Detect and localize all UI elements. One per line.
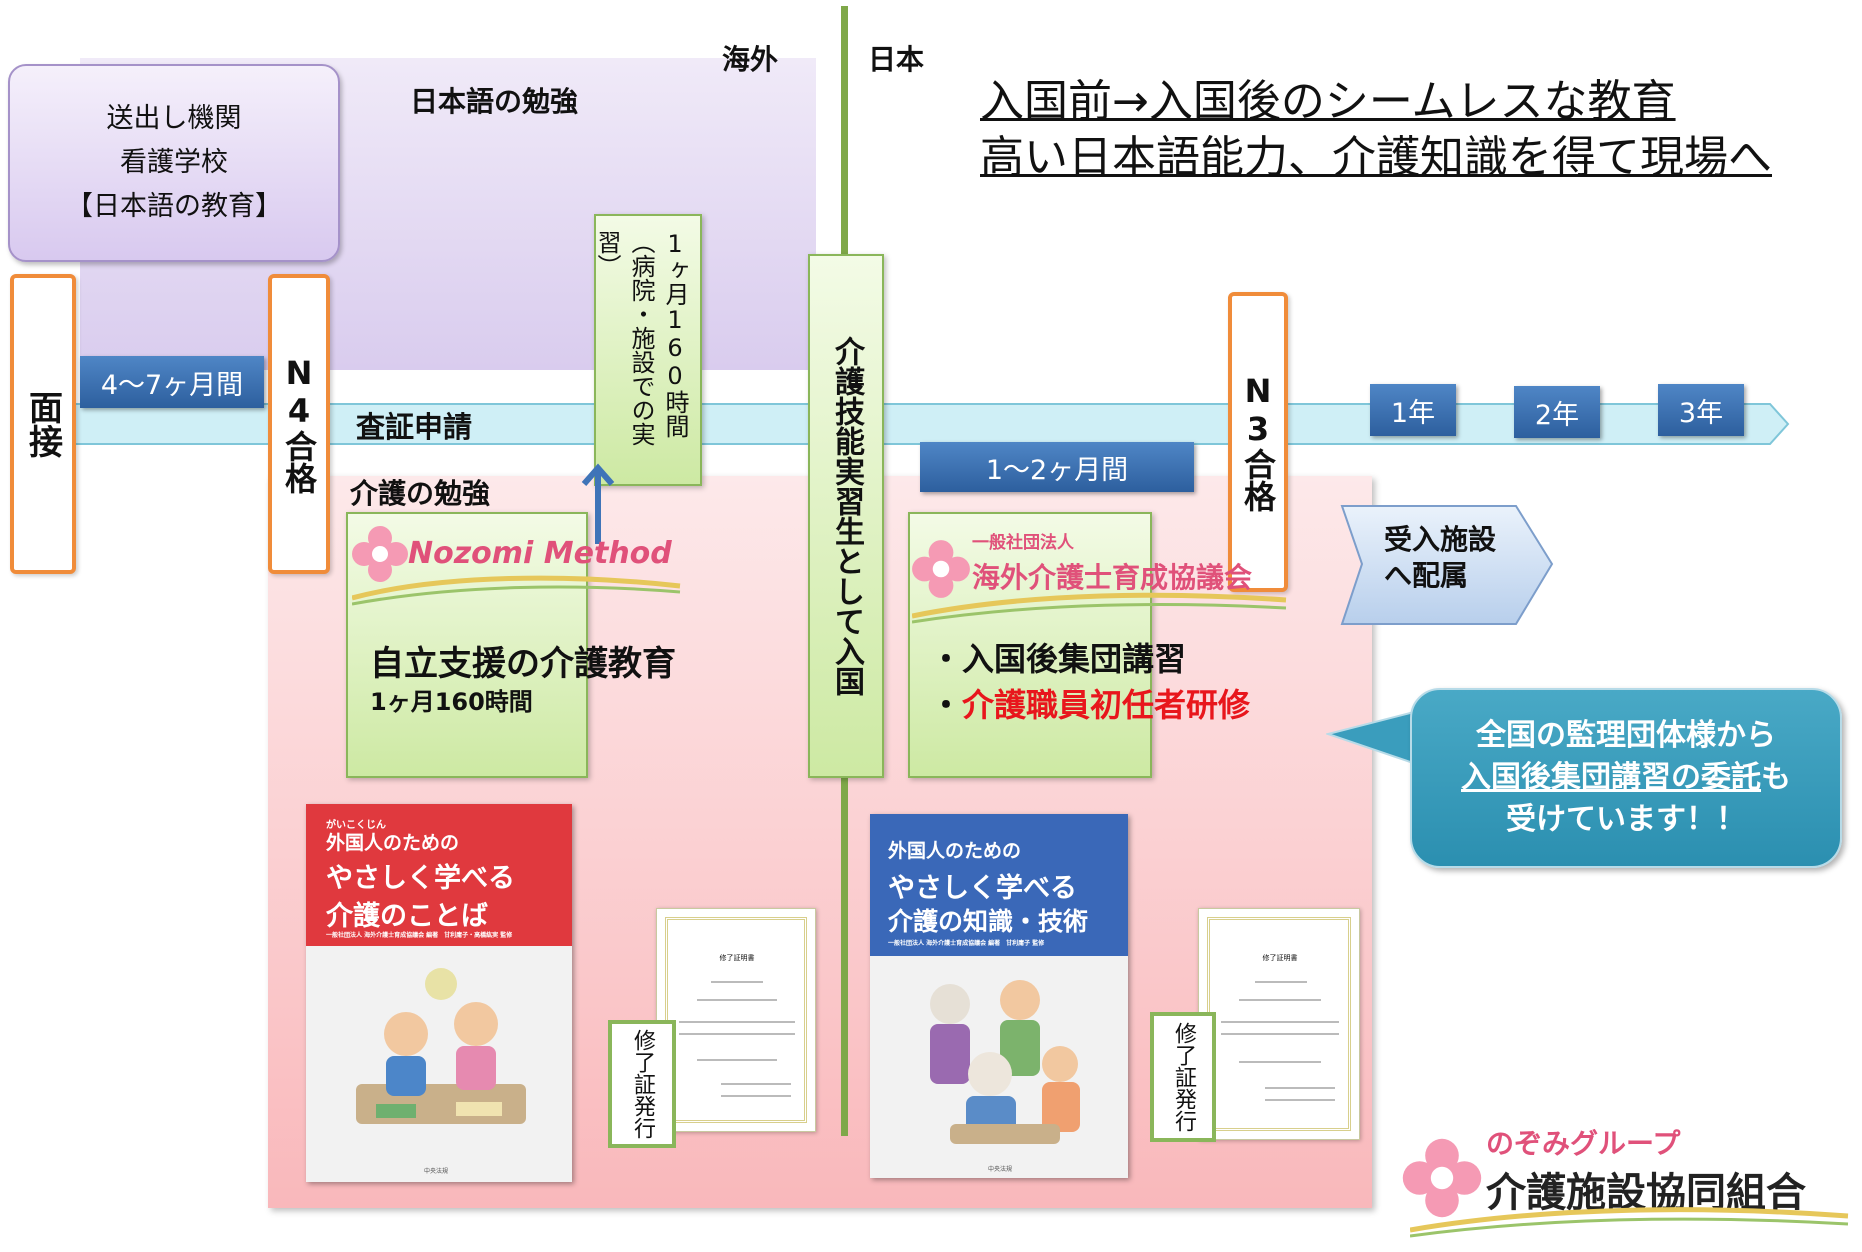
book2-title-line2: やさしく学べる (888, 873, 1077, 904)
n3-pass-step: N3合格 (1228, 292, 1288, 592)
care-study-label: 介護の勉強 (350, 477, 491, 510)
brand-flower-icon (1402, 1138, 1482, 1218)
council-org-type: 一般社団法人 (972, 533, 1074, 553)
certificate-issue-1: 修了証発行 (608, 1020, 676, 1148)
brand-swoosh-decoration (1410, 1207, 1849, 1238)
book2-cover-band (870, 814, 1128, 956)
book1-publisher: 中央法規 (424, 1168, 449, 1175)
certificate-1-border (665, 917, 807, 1123)
council-item-training: ・介護職員初任者研修 (930, 686, 1251, 724)
book-care-knowledge: 外国人のための やさしく学べる 介護の知識・技術 一般社団法人 海外介護士育成協… (870, 814, 1128, 1178)
book1-illustration (356, 968, 526, 1124)
nozomi-sub: 1ヶ月160時間 (370, 688, 533, 716)
entry-as-trainee-box: 介護技能実習生として入国 (808, 254, 884, 778)
certificate-1: 修了証明書 (656, 908, 816, 1132)
certificate-2-title: 修了証明書 (1262, 954, 1298, 962)
placement-line2: へ配属 (1384, 559, 1469, 592)
council-swoosh-decoration (912, 592, 1287, 624)
up-arrow-icon (581, 463, 615, 544)
nozomi-title: 自立支援の介護教育 (370, 644, 676, 684)
placement-line1: 受入施設 (1384, 523, 1497, 556)
overseas-label: 海外 (722, 43, 779, 76)
book1-title-line3: 介護のことば (326, 901, 488, 932)
bubble-line3: 受けています！！ (1506, 802, 1746, 837)
bubble-line2: 入国後集団講習の委託も (1461, 760, 1791, 795)
certificate-issue-2: 修了証発行 (1150, 1012, 1216, 1142)
headline-line2: 高い日本語能力、介護知識を得て現場へ (980, 132, 1772, 183)
book1-credit: 一般社団法人 海外介護士育成協議会 編著 甘利庸子・高橋紘実 監修 (326, 932, 513, 939)
timeline-arrow (70, 403, 1790, 445)
certificate-1-title: 修了証明書 (719, 954, 755, 962)
nozomi-method-logo: Nozomi Method (408, 536, 672, 571)
book2-title-line3: 介護の知識・技術 (888, 907, 1089, 936)
council-flower-icon (912, 540, 970, 598)
book2-credit: 一般社団法人 海外介護士育成協議会 編著 甘利庸子 監修 (888, 940, 1045, 947)
placement-arrow (1340, 505, 1554, 625)
sending-org-line2: 看護学校 (120, 147, 228, 178)
book2-title-line1: 外国人のための (888, 840, 1022, 862)
headline-line1: 入国前→入国後のシームレスな教育 (980, 76, 1676, 127)
year-1-tag: 1年 (1370, 384, 1456, 436)
n4-pass-step: N4合格 (268, 274, 330, 574)
headline: 入国前→入国後のシームレスな教育 高い日本語能力、介護知識を得て現場へ (980, 74, 1840, 186)
duration-4-7-months: 4〜7ヶ月間 (80, 356, 264, 408)
council-item-group-lecture: ・入国後集団講習 (930, 640, 1187, 678)
visa-application: 査証申請 (356, 410, 473, 444)
bubble-line1: 全国の監理団体様から (1476, 718, 1776, 753)
flower-logo-icon (352, 526, 408, 582)
placement-label: 受入施設 へ配属 (1384, 522, 1496, 594)
japanese-study-label: 日本語の勉強 (410, 85, 579, 118)
sending-org-line1: 送出し機関 (106, 103, 242, 134)
council-org-name: 海外介護士育成協議会 (972, 561, 1253, 594)
year-3-tag: 3年 (1658, 384, 1744, 436)
duration-1-2-months: 1〜2ヶ月間 (920, 442, 1194, 492)
japan-label: 日本 (868, 43, 925, 76)
practicum-box: 1ヶ月160時間（病院・施設での実習） (593, 214, 702, 486)
swoosh-decoration (352, 575, 681, 606)
sending-organization: 送出し機関 看護学校 【日本語の教育】 (8, 64, 340, 262)
book-care-words: がいこくじん 外国人のための やさしく学べる 介護のことば 一般社団法人 海外介… (306, 804, 572, 1182)
book1-title-line1: 外国人のための (326, 832, 460, 854)
book2-publisher: 中央法規 (988, 1166, 1013, 1173)
book1-furigana: がいこくじん (326, 820, 386, 831)
book1-cover-band (306, 804, 572, 946)
year-2-tag: 2年 (1514, 386, 1600, 438)
brand-group: のぞみグループ (1486, 1127, 1681, 1160)
sending-org-line3: 【日本語の教育】 (66, 191, 282, 222)
speech-bubble: 全国の監理団体様から 入国後集団講習の委託も 受けています！！ (1410, 688, 1842, 868)
book2-illustration (930, 980, 1080, 1144)
interview-step: 面接 (10, 274, 76, 574)
certificate-2: 修了証明書 (1198, 908, 1360, 1140)
book1-title-line2: やさしく学べる (326, 863, 515, 894)
